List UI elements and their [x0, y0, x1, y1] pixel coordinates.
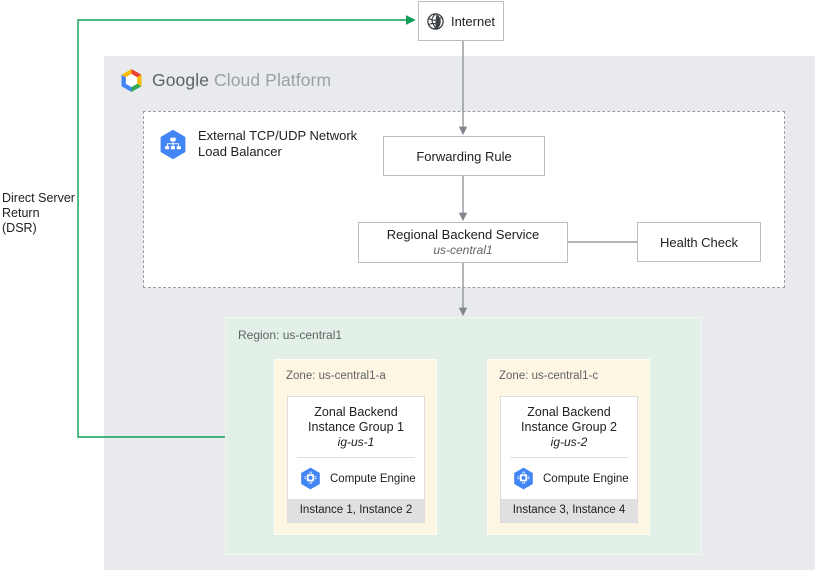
forwarding-rule-node[interactable]: Forwarding Rule	[383, 136, 545, 176]
instance-group-card-2[interactable]: Zonal Backend Instance Group 2 ig-us-2	[500, 396, 638, 523]
health-check-node[interactable]: Health Check	[637, 222, 761, 262]
instance-group-title-1: Zonal Backend Instance Group 1	[308, 405, 404, 434]
google-cloud-hexagon-logo-icon	[120, 68, 143, 93]
network-load-balancer-icon	[159, 129, 187, 160]
health-check-label: Health Check	[659, 234, 739, 250]
compute-engine-label-2: Compute Engine	[543, 472, 629, 485]
backend-service-region: us-central1	[433, 243, 493, 257]
forwarding-rule-label: Forwarding Rule	[416, 148, 512, 164]
backend-service-title: Regional Backend Service	[386, 227, 540, 242]
gcp-logo-word-google: Google	[152, 70, 210, 90]
instance-group-header-1: Zonal Backend Instance Group 1 ig-us-1	[288, 397, 424, 457]
divider	[510, 457, 628, 458]
zone-label-a: Zone: us-central1-a	[286, 370, 386, 382]
instance-group-header-2: Zonal Backend Instance Group 2 ig-us-2	[501, 397, 637, 457]
direct-server-return-label: Direct Server Return (DSR)	[2, 191, 75, 235]
load-balancer-title-row: External TCP/UDP Network Load Balancer	[159, 128, 357, 160]
compute-engine-icon	[300, 467, 321, 490]
compute-engine-row-2: Compute Engine	[501, 458, 637, 499]
globe-icon	[427, 12, 444, 30]
instance-list-2: Instance 3, Instance 4	[501, 499, 637, 522]
region-label: Region: us-central1	[238, 328, 343, 342]
load-balancer-title: External TCP/UDP Network Load Balancer	[198, 128, 358, 159]
instance-group-title-2: Zonal Backend Instance Group 2	[521, 405, 617, 434]
instance-group-name-2: ig-us-2	[550, 435, 588, 449]
divider	[297, 457, 415, 458]
instance-list-1: Instance 1, Instance 2	[288, 499, 424, 522]
zone-label-c: Zone: us-central1-c	[499, 370, 599, 382]
regional-backend-service-node[interactable]: Regional Backend Service us-central1	[358, 222, 568, 263]
internet-label: Internet	[450, 13, 496, 29]
compute-engine-icon	[513, 467, 534, 490]
gcp-logo-word-cloud-platform: Cloud Platform	[214, 70, 332, 90]
internet-node[interactable]: Internet	[418, 1, 504, 41]
gcp-logo: Google Cloud Platform	[120, 68, 331, 93]
instance-group-card-1[interactable]: Zonal Backend Instance Group 1 ig-us-1	[287, 396, 425, 523]
compute-engine-label-1: Compute Engine	[330, 472, 416, 485]
instance-group-name-1: ig-us-1	[337, 435, 375, 449]
compute-engine-row-1: Compute Engine	[288, 458, 424, 499]
